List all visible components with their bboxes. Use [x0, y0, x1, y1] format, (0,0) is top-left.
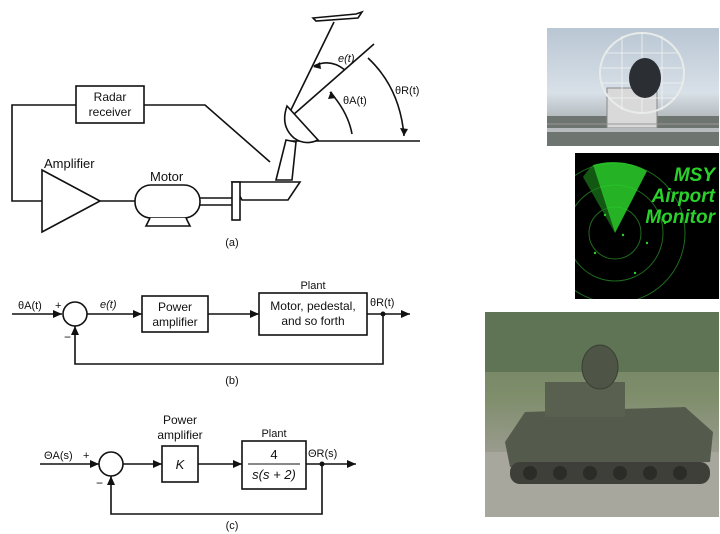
- output-label-b: θR(t): [370, 297, 394, 309]
- transfer-denominator: s(s + 2): [252, 467, 296, 482]
- plant-title-b: Plant: [300, 280, 325, 292]
- plant-label-b-2: and so forth: [281, 314, 344, 328]
- plant-block-c: [241, 440, 307, 490]
- motor: [134, 184, 201, 219]
- caption-c: (c): [226, 520, 239, 532]
- motor-label: Motor: [150, 169, 184, 184]
- radar-dish: [283, 104, 320, 144]
- gain-block-c: [161, 445, 199, 483]
- radar-screen-title: MSY Airport Monitor: [645, 165, 715, 228]
- antenna-control-diagram: Radar receiver Amplifier Motor e(t) θA(t…: [11, 10, 420, 532]
- minus-sign-c: −: [96, 476, 103, 490]
- arc-theta-r: [367, 57, 405, 137]
- caption-a: (a): [225, 237, 238, 249]
- radar-receiver-label: Radar: [94, 90, 127, 104]
- minus-sign-b: −: [64, 330, 71, 344]
- power-amplifier-block-b: [141, 295, 209, 333]
- power-amp-title-c-2: amplifier: [157, 428, 202, 442]
- output-label-c: ΘR(s): [308, 448, 337, 460]
- plant-title-c: Plant: [261, 428, 286, 440]
- radar-vehicle-photo: [485, 312, 719, 517]
- radar-dish-photo: [547, 28, 719, 146]
- amplifier-label: Amplifier: [44, 156, 95, 171]
- theta-r-label: θR(t): [395, 85, 419, 97]
- gear-plate: [231, 181, 241, 221]
- input-label-c: ΘA(s): [44, 450, 73, 462]
- line-of-sight-target: [284, 21, 335, 123]
- transfer-numerator: 4: [270, 447, 277, 462]
- plus-sign-c: +: [83, 450, 89, 462]
- gear-housing: [230, 181, 302, 201]
- amplifier-triangle: [41, 168, 102, 234]
- power-amp-label-b-1: Power: [158, 300, 192, 314]
- caption-b: (b): [225, 375, 238, 387]
- power-amp-label-b-2: amplifier: [152, 315, 197, 329]
- error-angle-label: e(t): [338, 53, 355, 65]
- pedestal: [274, 139, 297, 181]
- plus-sign-b: +: [55, 300, 61, 312]
- summing-junction-b: [62, 301, 88, 327]
- gain-label-c: K: [176, 457, 186, 472]
- summing-junction-c: [98, 451, 124, 477]
- radar-receiver-box: [75, 85, 145, 124]
- radar-receiver-label-2: receiver: [89, 105, 132, 119]
- plant-label-b-1: Motor, pedestal,: [270, 299, 355, 313]
- error-label-b: e(t): [100, 299, 117, 311]
- theta-a-label: θA(t): [343, 95, 367, 107]
- input-label-b: θA(t): [18, 300, 42, 312]
- airplane-icon: [311, 10, 364, 22]
- plant-block-b: [258, 292, 368, 336]
- line-of-sight-antenna: [284, 43, 375, 123]
- power-amp-title-c-1: Power: [163, 413, 197, 427]
- radar-screen-photo: MSY Airport Monitor: [575, 153, 719, 299]
